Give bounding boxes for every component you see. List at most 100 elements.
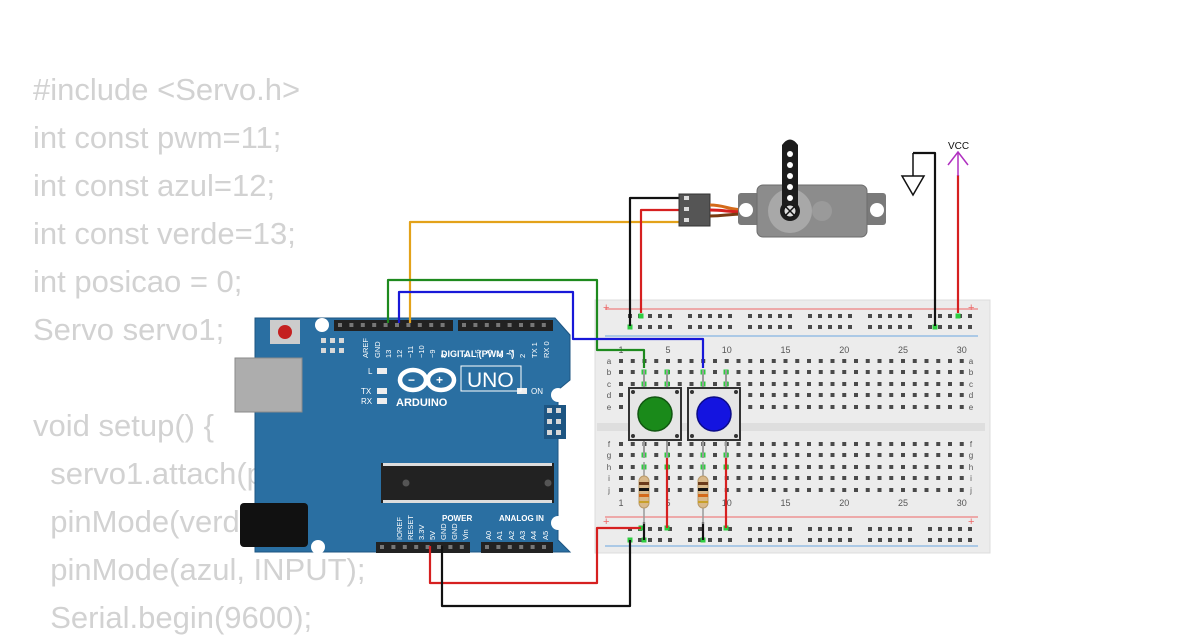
board-model-label: UNO — [467, 369, 514, 392]
code-line: Servo servo1; — [33, 312, 225, 347]
wire-green-pin13 — [386, 278, 646, 368]
digital-pin-label: 12 — [395, 350, 404, 358]
breadboard-column-number: 10 — [722, 345, 732, 355]
breadboard-row-label: j — [607, 486, 610, 495]
breadboard-row-label: b — [969, 368, 974, 377]
digital-pin-label: 7 — [462, 354, 471, 358]
svg-text:−: − — [408, 373, 415, 387]
svg-text:+: + — [968, 516, 974, 528]
breadboard-column-number: 25 — [898, 345, 908, 355]
led-l-label: L — [368, 367, 373, 376]
digital-header-left — [334, 320, 453, 331]
servo-motor — [678, 139, 886, 238]
digital-header-right — [458, 320, 553, 331]
breadboard-column-number: 25 — [898, 498, 908, 508]
digital-pin-label: ~6 — [473, 349, 482, 358]
pushbutton-green[interactable] — [628, 370, 682, 458]
digital-pin-label: ~3 — [507, 349, 516, 358]
wire-orange-servo-signal — [408, 220, 681, 323]
led-rx-label: RX — [361, 397, 373, 406]
power-pin-label: RESET — [406, 515, 415, 540]
breadboard-row-label: i — [608, 474, 610, 483]
digital-pin-label: 4 — [496, 354, 505, 358]
breadboard-row-label: c — [607, 380, 611, 389]
resistor-1 — [638, 462, 650, 524]
digital-pin-label: TX 1 — [530, 342, 539, 358]
analog-pin-label: A5 — [541, 531, 550, 540]
power-pin-label: IOREF — [395, 517, 404, 540]
code-line: void setup() { — [33, 408, 214, 443]
code-line: int posicao = 0; — [33, 264, 243, 299]
analog-pin-label: A2 — [507, 531, 516, 540]
wire-red-5v — [428, 526, 641, 585]
power-jack — [240, 503, 308, 547]
ground-symbol-icon — [900, 153, 926, 197]
breadboard-row-label: i — [970, 474, 972, 483]
code-listing: #include <Servo.h> int const pwm=11; int… — [33, 66, 386, 642]
code-line: int const pwm=11; — [33, 120, 282, 155]
breadboard-column-number: 15 — [780, 345, 790, 355]
breadboard-row-label: a — [607, 357, 612, 366]
breadboard-row-label: c — [969, 380, 973, 389]
breadboard-column-number: 30 — [957, 345, 967, 355]
breadboard-row-label: f — [970, 440, 973, 449]
svg-text:+: + — [603, 302, 609, 314]
power-pin-label: 3.3V — [417, 525, 426, 540]
svg-text:+: + — [436, 373, 443, 387]
vcc-label: VCC — [948, 141, 969, 152]
digital-pin-label: 8 — [439, 354, 448, 358]
code-line: int const verde=13; — [33, 216, 296, 251]
wire-black-gnd-rail — [913, 151, 937, 326]
digital-pin-label: 2 — [518, 354, 527, 358]
breadboard-row-label: b — [607, 368, 612, 377]
breadboard-column-number: 15 — [780, 498, 790, 508]
analog-pin-label: A0 — [484, 531, 493, 540]
power-label: POWER — [442, 514, 472, 523]
digital-pin-label: ~9 — [428, 349, 437, 358]
wire-red-servo-vcc — [639, 208, 681, 313]
analog-header — [481, 542, 553, 553]
breadboard-row-label: h — [969, 463, 973, 472]
breadboard-row-label: a — [969, 357, 974, 366]
digital-pin-label: ~10 — [417, 345, 426, 358]
wires — [386, 151, 960, 608]
digital-pin-label: AREF — [361, 338, 370, 358]
breadboard-column-number: 30 — [957, 498, 967, 508]
breadboard-row-label: e — [607, 403, 612, 412]
breadboard-column-number: 5 — [665, 345, 670, 355]
digital-pin-label: GND — [373, 341, 382, 358]
digital-pin-label: ~11 — [406, 346, 415, 358]
board-brand-label: ARDUINO — [396, 397, 448, 409]
power-pin-label: 5V — [428, 531, 437, 540]
analog-pin-label: A3 — [518, 531, 527, 540]
digital-pin-label: RX 0 — [542, 341, 551, 358]
code-line: #include <Servo.h> — [33, 72, 301, 107]
breadboard-row-label: e — [969, 403, 974, 412]
digital-pin-label: 13 — [384, 350, 393, 358]
power-header — [376, 542, 470, 553]
code-line: int const azul=12; — [33, 168, 276, 203]
svg-text:+: + — [968, 302, 974, 314]
analog-pin-label: A1 — [495, 531, 504, 540]
microcontroller-chip — [381, 463, 554, 503]
usb-port — [234, 357, 303, 413]
pushbutton-blue[interactable] — [687, 370, 741, 458]
breadboard-column-number: 20 — [839, 345, 849, 355]
vcc-symbol-icon — [947, 150, 969, 176]
code-line: Serial.begin(9600); — [33, 600, 313, 635]
breadboard-row-label: j — [969, 486, 972, 495]
analog-in-label: ANALOG IN — [499, 514, 544, 523]
led-tx-label: TX — [361, 387, 372, 396]
breadboard-row-label: g — [607, 451, 611, 460]
digital-pwm-label: DIGITAL (PWM ~) — [441, 349, 514, 359]
svg-text:+: + — [603, 516, 609, 528]
wire-black-servo-gnd — [628, 196, 681, 326]
breadboard-column-number: 20 — [839, 498, 849, 508]
wire-blue-pin12 — [397, 290, 705, 368]
breadboard-column-number: 1 — [618, 498, 623, 508]
breadboard-row-label: g — [969, 451, 973, 460]
power-pin-label: GND — [450, 523, 459, 540]
arduino-infinity-logo-icon — [397, 367, 457, 393]
breadboard-row-label: d — [969, 391, 973, 400]
